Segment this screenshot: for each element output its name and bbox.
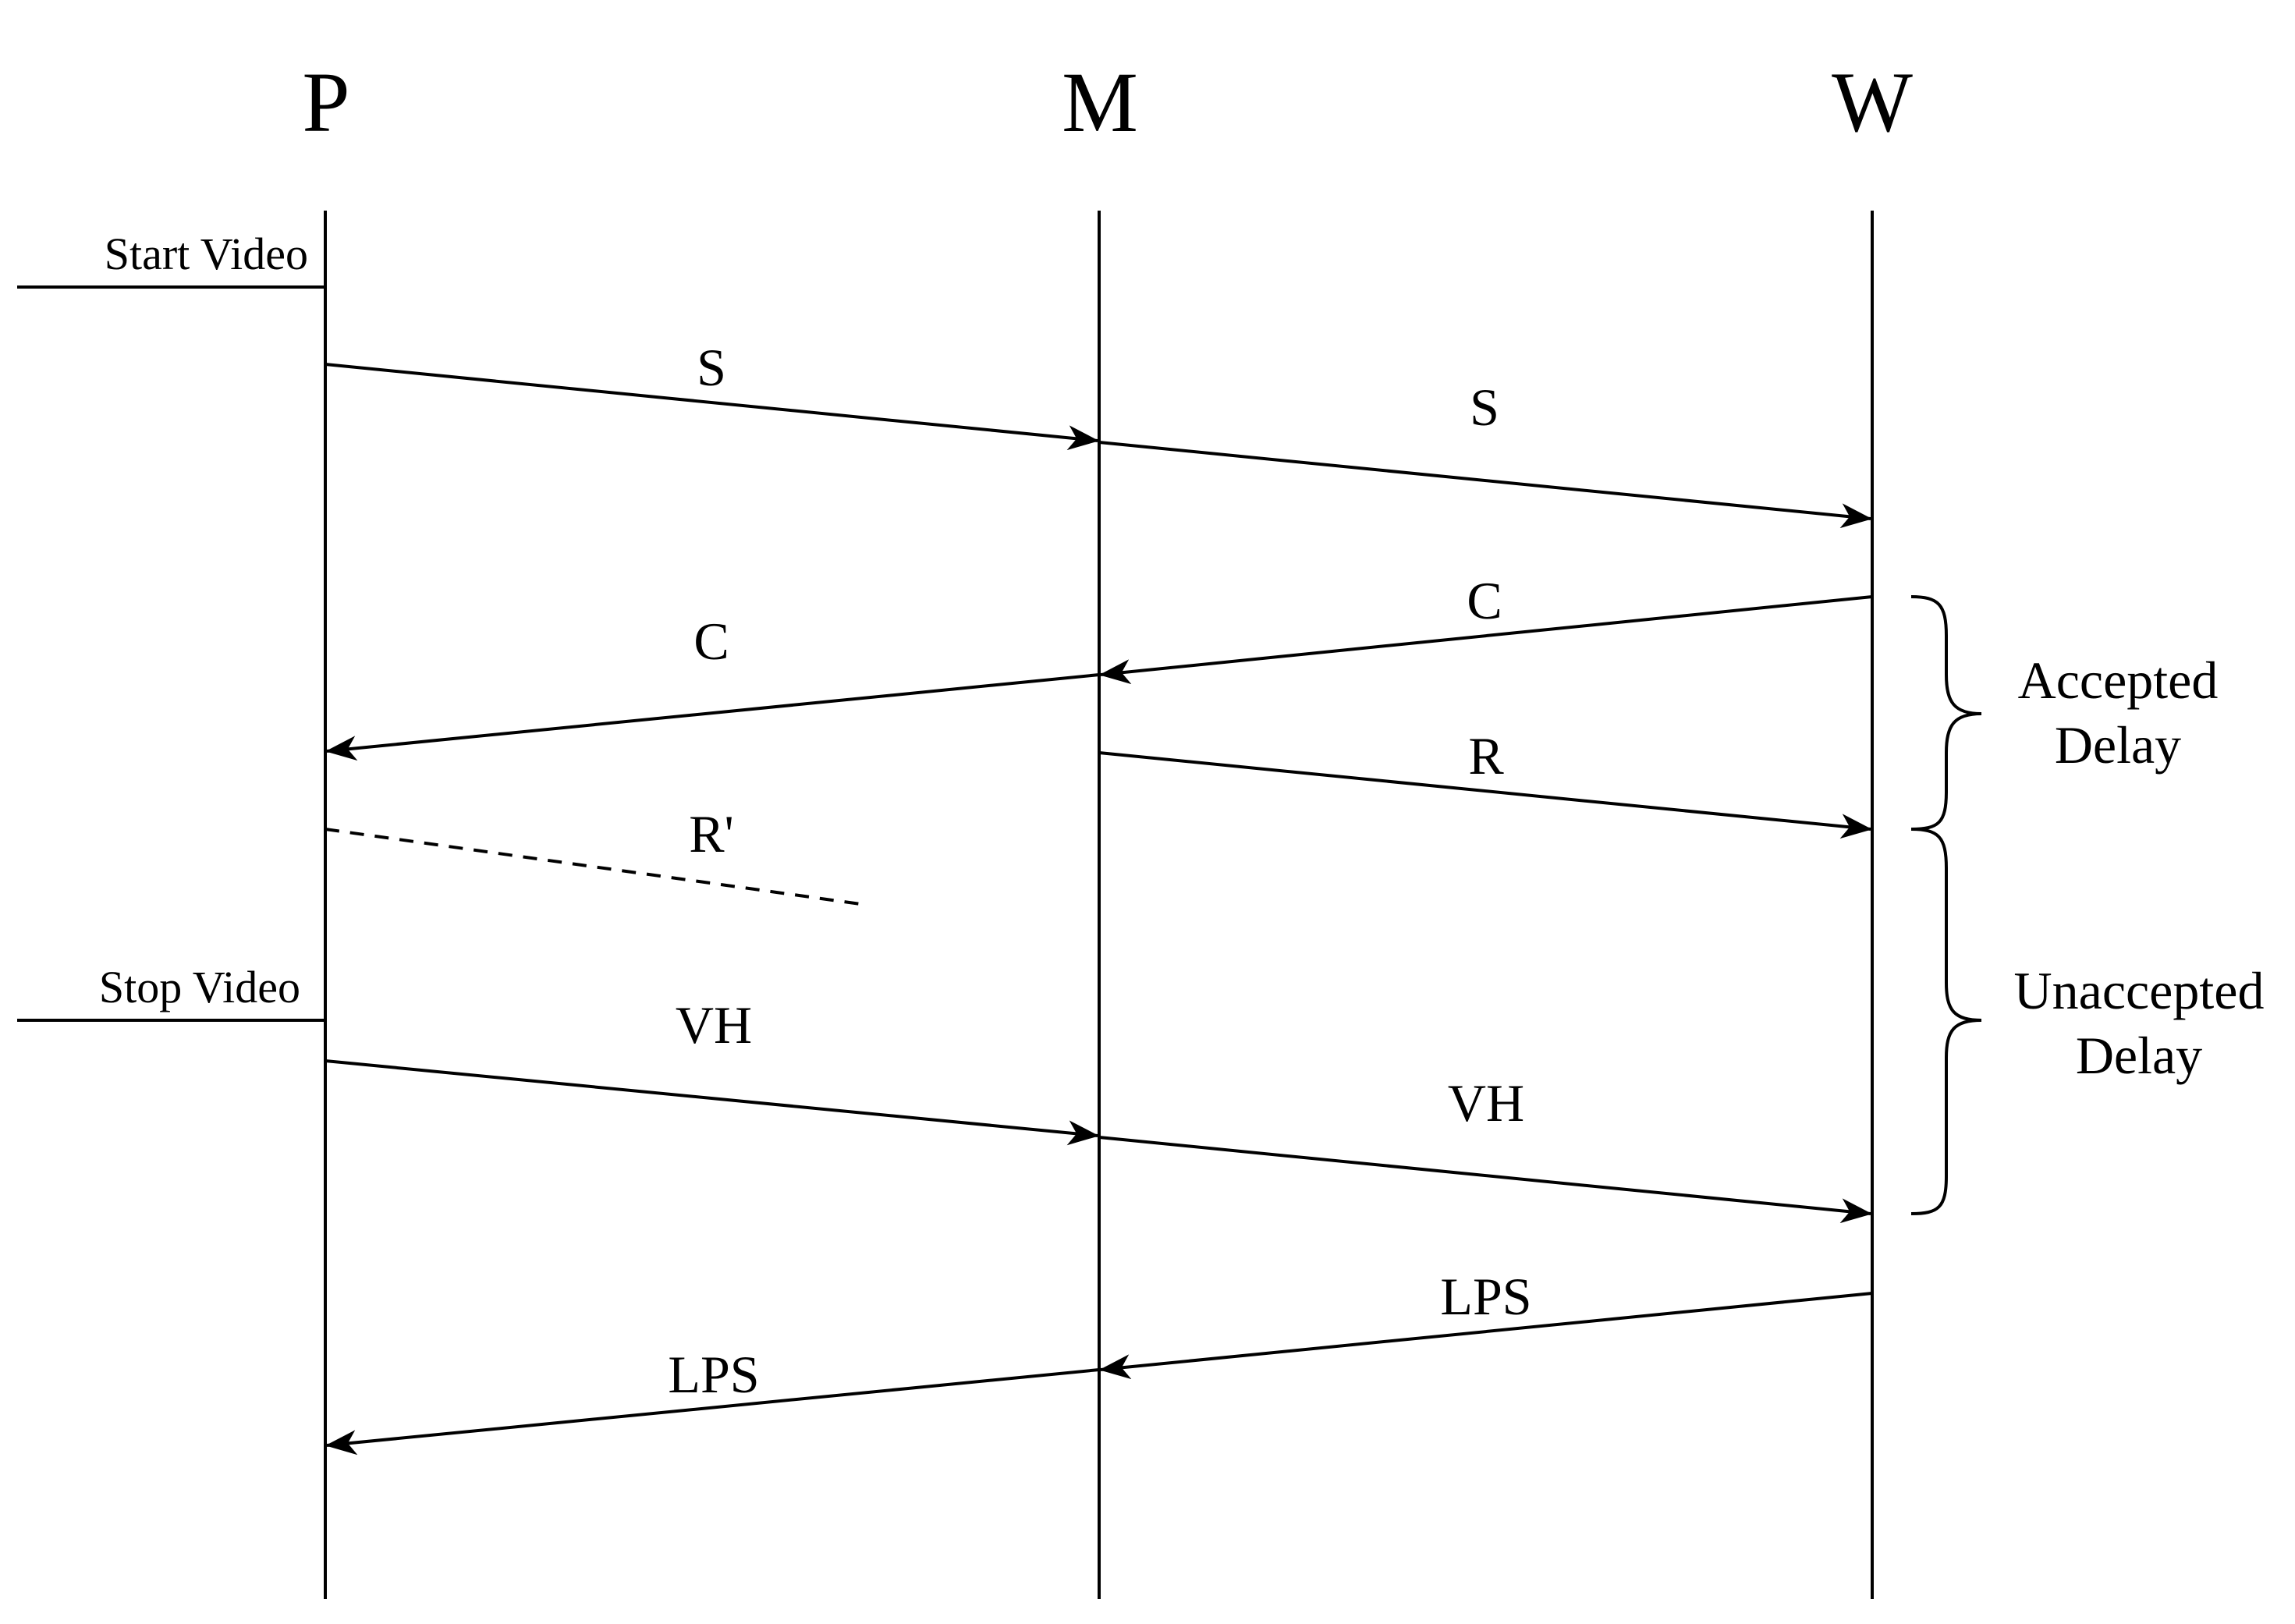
message-c-w-to-m-label: C: [1467, 571, 1502, 630]
unaccepted-delay-label-line1: Unaccepted: [2014, 961, 2265, 1020]
message-lps-m-to-p-label: LPS: [668, 1345, 759, 1404]
message-s-m-to-w-label: S: [1470, 378, 1499, 437]
message-r-m-to-w-label: R: [1468, 726, 1504, 785]
message-c-w-to-m: [1099, 595, 1873, 685]
message-lps-w-to-m-label: LPS: [1440, 1267, 1531, 1326]
message-vh-p-to-m: [325, 1059, 1099, 1146]
message-s-m-to-w: [1098, 441, 1872, 529]
message-s-p-to-m: [325, 363, 1099, 451]
message-vh-m-to-w-label: VH: [1448, 1073, 1524, 1133]
accepted-delay-label-line2: Delay: [2055, 715, 2181, 775]
accepted-delay-brace: [1910, 595, 1982, 831]
message-s-p-to-m-label: S: [697, 338, 726, 397]
message-c-m-to-p: [325, 673, 1100, 761]
unaccepted-delay-brace: [1910, 828, 1982, 1215]
stop-video-label: Stop Video: [99, 962, 300, 1012]
start-video-label: Start Video: [105, 229, 308, 279]
message-r-m-to-w: [1098, 751, 1872, 839]
message-lps-w-to-m: [1099, 1292, 1873, 1380]
message-lps-m-to-p: [325, 1368, 1100, 1456]
message-r-prime-p-dashed: [325, 828, 867, 906]
accepted-delay-label-line1: Accepted: [2018, 651, 2219, 710]
message-vh-p-to-m-label: VH: [676, 995, 752, 1055]
message-r-prime-label: R': [689, 804, 734, 863]
actor-p-label: P: [302, 55, 349, 150]
message-vh-m-to-w: [1098, 1136, 1872, 1224]
actor-m-label: M: [1062, 55, 1138, 150]
message-c-m-to-p-label: C: [693, 612, 729, 671]
unaccepted-delay-label-line2: Delay: [2076, 1026, 2202, 1085]
actor-w-label: W: [1832, 55, 1913, 150]
